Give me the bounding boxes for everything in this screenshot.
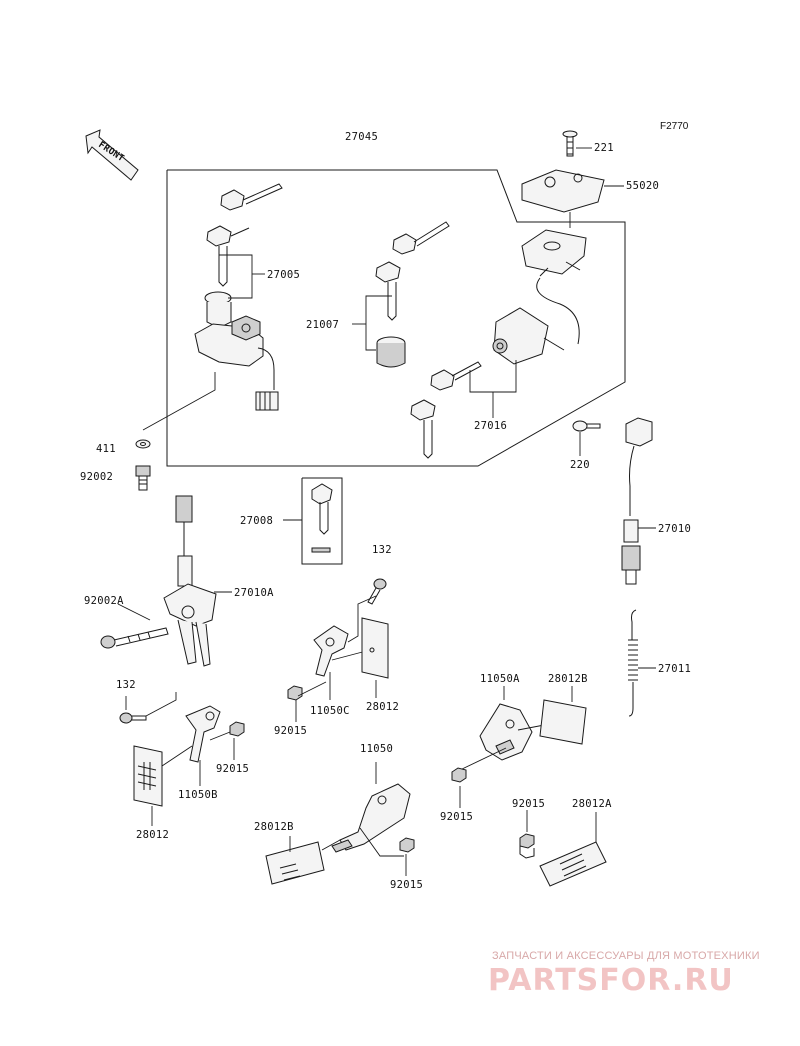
- assembly-set-outline: [166, 169, 626, 467]
- label-92015-a: 92015: [274, 725, 307, 737]
- label-27008: 27008: [240, 515, 273, 527]
- label-411: 411: [96, 443, 116, 455]
- label-92015-b: 92015: [216, 763, 249, 775]
- label-11050A: 11050A: [480, 673, 520, 685]
- label-132-lower: 132: [116, 679, 136, 691]
- switch-27010A: [163, 495, 217, 667]
- switch-27010: [621, 417, 653, 585]
- seat-lock-27016: [492, 307, 565, 365]
- nut-92015-a: [287, 685, 303, 701]
- label-21007: 21007: [306, 319, 339, 331]
- label-28012B-upper: 28012B: [548, 673, 588, 685]
- bracket-11050: [331, 783, 411, 853]
- reflector-28012-lower: [133, 745, 163, 807]
- bolt-132-lower: [119, 712, 147, 724]
- label-27011: 27011: [658, 663, 691, 675]
- front-direction-arrow: FRONT: [85, 129, 139, 181]
- lock-cylinder-21007: [376, 336, 406, 368]
- washer-411: [135, 439, 151, 449]
- reflector-28012-upper: [361, 617, 389, 679]
- label-92002: 92002: [80, 471, 113, 483]
- nut-92015-d: [451, 767, 467, 783]
- label-11050C: 11050C: [310, 705, 350, 717]
- reflector-28012B-lower: [265, 841, 325, 885]
- screw-221: [562, 130, 578, 157]
- seat-lock-bracket: [521, 229, 587, 277]
- key-pair-21007: [375, 221, 450, 321]
- key-pair-27005: [206, 183, 283, 287]
- bracket-11050A: [479, 703, 533, 761]
- bracket-11050C: [313, 625, 349, 677]
- label-27005: 27005: [267, 269, 300, 281]
- label-92015-e-number: 92015: [512, 798, 545, 810]
- label-27010A: 27010A: [234, 587, 274, 599]
- label-27016: 27016: [474, 420, 507, 432]
- nut-92015-c: [399, 837, 415, 853]
- label-92002A: 92002A: [84, 595, 124, 607]
- part-number-labels: 27045 221 55020 27005 21007 27016 411 92…: [80, 131, 691, 891]
- label-55020: 55020: [626, 180, 659, 192]
- reflector-28012B-upper: [539, 699, 587, 745]
- label-92015-c: 92015: [390, 879, 423, 891]
- label-92015-d: 92015: [440, 811, 473, 823]
- label-28012-upper: 28012: [366, 701, 399, 713]
- spring-27011: [628, 609, 638, 717]
- label-27010: 27010: [658, 523, 691, 535]
- nut-92015-e: [519, 833, 535, 859]
- label-28012-lower: 28012: [136, 829, 169, 841]
- ignition-switch-27005: [194, 291, 279, 411]
- label-27045: 27045: [345, 131, 378, 143]
- bolt-92002A: [100, 627, 169, 649]
- label-220: 220: [570, 459, 590, 471]
- key-pair-27016: [410, 361, 482, 459]
- bolt-92002: [135, 465, 151, 491]
- seat-lock-cable: [536, 277, 580, 345]
- reflector-28012A: [539, 841, 607, 887]
- label-11050B: 11050B: [178, 789, 218, 801]
- bolt-132-upper: [367, 578, 387, 605]
- label-28012B-lower: 28012B: [254, 821, 294, 833]
- watermark-tagline: ЗАПЧАСТИ И АКСЕССУАРЫ ДЛЯ МОТОТЕХНИКИ: [492, 950, 760, 962]
- label-132-upper: 132: [372, 544, 392, 556]
- diagram-reference-code: F2770: [660, 121, 689, 132]
- label-28012A: 28012A: [572, 798, 612, 810]
- label-11050: 11050: [360, 743, 393, 755]
- screw-220: [572, 420, 601, 432]
- label-221: 221: [594, 142, 614, 154]
- bracket-55020: [521, 169, 605, 213]
- nut-92015-b: [229, 721, 245, 737]
- bracket-11050B: [185, 705, 221, 763]
- key-blank-27008: [301, 477, 343, 565]
- watermark-logo: PARTSFOR.RU: [488, 963, 734, 998]
